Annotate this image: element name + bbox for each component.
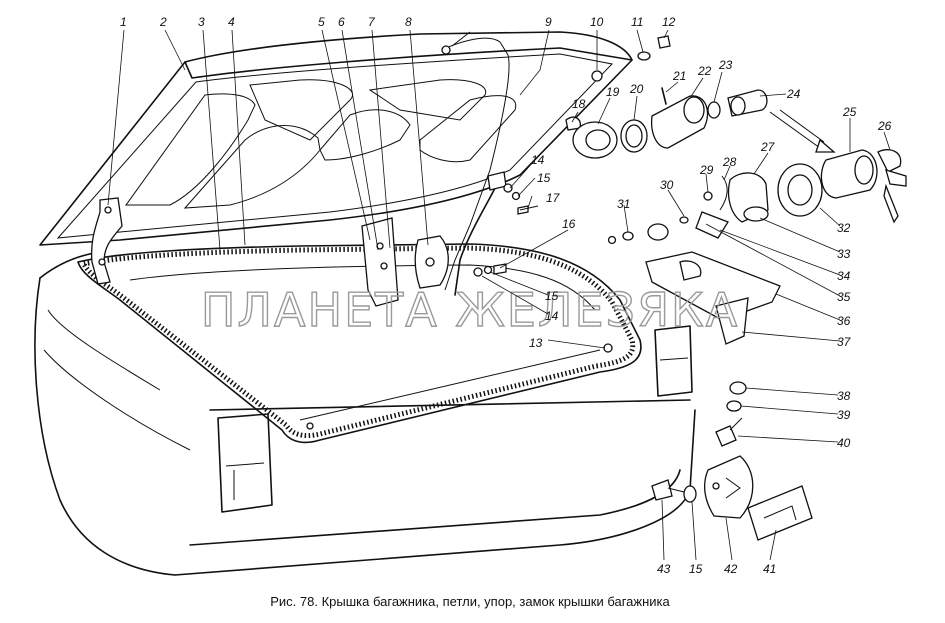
callout-24: 24 [786,87,801,101]
callout-29: 29 [699,163,714,177]
callout-labels: 1 2 3 4 5 6 7 8 9 10 11 12 13 14 14 15 1… [120,15,892,576]
callout-21: 21 [672,69,686,83]
callout-35: 35 [837,290,851,304]
callout-17: 17 [546,191,561,205]
callout-26: 26 [877,119,892,133]
callout-37: 37 [837,335,852,349]
callout-20: 20 [629,82,644,96]
callout-14-upper: 14 [531,153,545,167]
callout-32: 32 [837,221,851,235]
callout-40: 40 [837,436,851,450]
callout-15-middle: 15 [545,289,559,303]
leader-lines [107,29,891,561]
callout-5: 5 [318,15,325,29]
callout-8: 8 [405,15,412,29]
callout-18: 18 [572,97,586,111]
callout-3: 3 [198,15,205,29]
callout-27: 27 [760,140,776,154]
callout-15-lower: 15 [689,562,703,576]
trunk-opening-seal [77,243,642,444]
callout-38: 38 [837,389,851,403]
callout-34: 34 [837,269,851,283]
callout-30: 30 [660,178,674,192]
callout-1: 1 [120,15,127,29]
lock-cylinder-assembly [565,35,836,159]
callout-43: 43 [657,562,671,576]
callout-4: 4 [228,15,235,29]
car-body-outline [34,251,696,576]
callout-19: 19 [606,85,620,99]
lock-mechanism [607,172,781,345]
callout-36: 36 [837,314,851,328]
trunk-lid [39,31,633,291]
watermark-text: ПЛАНЕТА ЖЕЛЕЗЯКА [201,283,739,337]
callout-15-upper: 15 [537,171,551,185]
callout-33: 33 [837,247,851,261]
lock-key-assembly [777,149,907,224]
callout-14-lower: 14 [545,309,559,323]
callout-42: 42 [724,562,738,576]
callout-41: 41 [763,562,776,576]
callout-16: 16 [562,217,576,231]
callout-7: 7 [368,15,376,29]
callout-39: 39 [837,408,851,422]
callout-28: 28 [722,155,737,169]
left-hinge [90,197,123,285]
callout-25: 25 [842,105,857,119]
callout-6: 6 [338,15,345,29]
callout-13: 13 [529,336,543,350]
figure-caption: Рис. 78. Крышка багажника, петли, упор, … [270,594,670,609]
callout-31: 31 [617,197,630,211]
callout-9: 9 [545,15,552,29]
callout-2: 2 [159,15,167,29]
striker-assembly [651,381,813,541]
callout-12: 12 [662,15,676,29]
callout-11: 11 [631,15,643,29]
callout-23: 23 [718,58,733,72]
callout-10: 10 [590,15,604,29]
callout-22: 22 [697,64,712,78]
